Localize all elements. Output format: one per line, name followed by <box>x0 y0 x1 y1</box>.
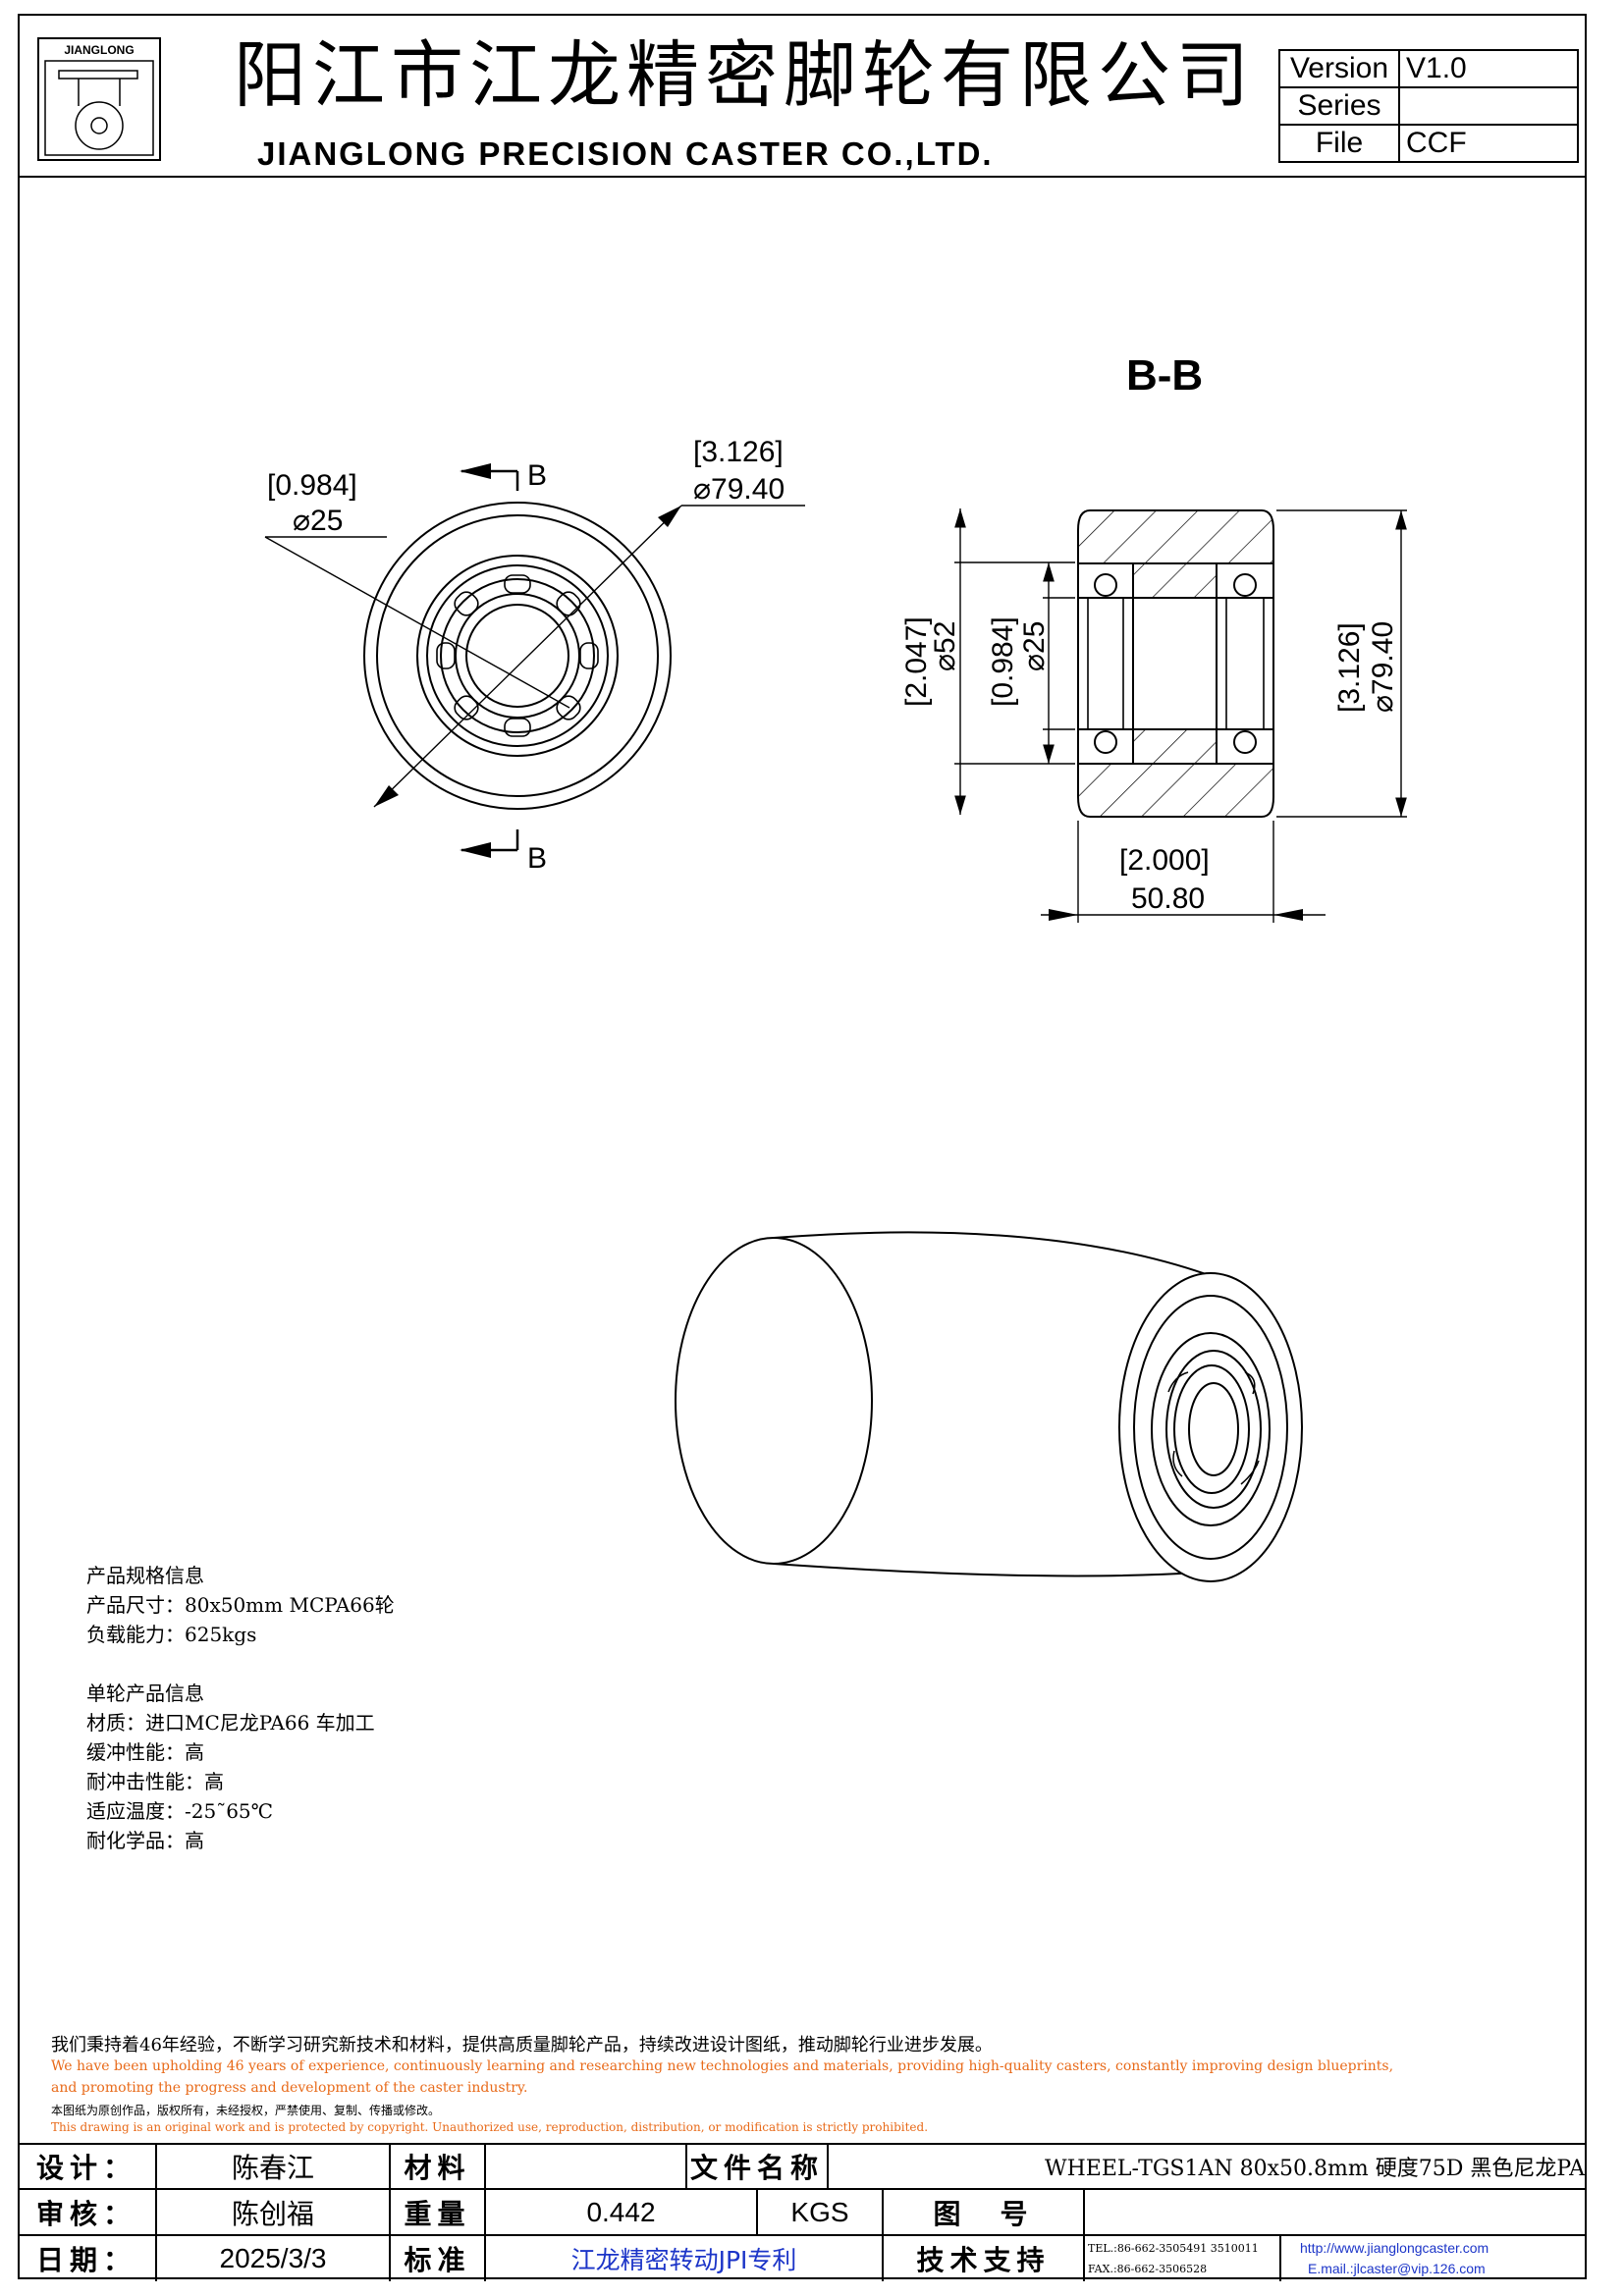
website-link[interactable]: http://www.jianglongcaster.com <box>1300 2240 1489 2256</box>
section-marker-bottom: B <box>527 842 547 875</box>
spec-impact: 耐冲击性能：高 <box>86 1770 224 1793</box>
material-label: 材料 <box>404 2152 471 2184</box>
filename-value: WHEEL-TGS1AN 80x50.8mm 硬度75D 黑色尼龙PA <box>1044 2157 1585 2181</box>
company-name-cn: 阳江市江龙精密脚轮有限公司 <box>234 33 1255 118</box>
bearing-outer-circle <box>426 564 609 747</box>
title-header <box>18 14 1587 178</box>
section-marker-top: B <box>527 459 547 492</box>
spec-size: 产品尺寸：80x50mm MCPA66轮 <box>86 1593 395 1617</box>
reviewer-name: 陈创福 <box>231 2197 314 2230</box>
wheel-tread-circle <box>376 514 659 797</box>
spec-material: 材质：进口MC尼龙PA66 车加工 <box>86 1711 375 1735</box>
tech-support-label: 技术支持 <box>916 2244 1051 2276</box>
email-link[interactable]: E.mail.:jlcaster@vip.126.com <box>1308 2261 1486 2276</box>
date-label: 日期： <box>35 2244 136 2276</box>
bearing-inner-circle <box>455 593 580 719</box>
tel-text: TEL.:86-662-3505491 3510011 <box>1088 2241 1259 2255</box>
section-view <box>1077 509 1274 818</box>
designer-name: 陈春江 <box>231 2152 314 2184</box>
drawing-frame <box>18 14 1587 2279</box>
date-value: 2025/3/3 <box>219 2243 327 2273</box>
copyright-cn: 本图纸为原创作品，版权所有，未经授权，严禁使用、复制、传播或修改。 <box>51 2104 441 2117</box>
weight-value: 0.442 <box>586 2196 656 2227</box>
caster-logo-icon <box>44 60 154 156</box>
logo-text: JIANGLONG <box>64 43 135 57</box>
section-outer-mm: ⌀79.40 <box>1367 621 1399 713</box>
drawing-number-label: 图 号 <box>933 2197 1034 2230</box>
section-bore-mm: ⌀25 <box>1018 621 1051 671</box>
isometric-view <box>675 1231 1303 1582</box>
notice-en-line2: and promoting the progress and developme… <box>51 2080 528 2096</box>
weight-label: 重量 <box>404 2197 471 2230</box>
section-width-mm: 50.80 <box>1131 882 1205 915</box>
wheel-outer-circle <box>363 502 672 810</box>
front-outer-mm: ⌀79.40 <box>693 473 785 506</box>
series-value <box>1398 86 1579 126</box>
bearing-race-circle <box>440 578 595 733</box>
section-hub-inch: [2.047] <box>900 616 933 707</box>
file-value: CCF <box>1398 124 1579 163</box>
version-value: V1.0 <box>1398 49 1579 88</box>
file-label: File <box>1278 124 1400 163</box>
section-bore-inch: [0.984] <box>987 616 1019 707</box>
version-table: Version V1.0 Series File CCF <box>1278 49 1579 163</box>
standard-label: 标准 <box>404 2244 471 2276</box>
front-view <box>264 469 805 852</box>
spec-load: 负载能力：625kgs <box>86 1623 257 1646</box>
drawing-number-value <box>1085 2190 1585 2234</box>
review-label: 审核： <box>35 2197 136 2230</box>
copyright-en: This drawing is an original work and is … <box>51 2120 929 2134</box>
design-label: 设计： <box>35 2152 136 2184</box>
front-bore-inch: [0.984] <box>267 469 357 502</box>
section-outer-inch: [3.126] <box>1333 622 1366 713</box>
company-logo: JIANGLONG <box>37 37 161 161</box>
bearing-balls <box>436 574 599 737</box>
notice-cn: 我们秉持着46年经验，不断学习研究新技术和材料，提供高质量脚轮产品，持续改进设计… <box>51 2035 993 2056</box>
section-hub-mm: ⌀52 <box>929 621 961 671</box>
company-name-en: JIANGLONG PRECISION CASTER CO.,LTD. <box>257 135 994 172</box>
standard-value: 江龙精密转动JPI专利 <box>570 2246 797 2274</box>
section-title: B-B <box>1126 351 1203 400</box>
weight-unit: KGS <box>790 2196 849 2227</box>
spec-wheel-header: 单轮产品信息 <box>86 1682 204 1705</box>
spec-chemical: 耐化学品：高 <box>86 1829 204 1852</box>
section-width-inch: [2.000] <box>1119 844 1210 877</box>
spec-temperature: 适应温度：-25˜65℃ <box>86 1799 274 1823</box>
fax-text: FAX.:86-662-3506528 <box>1088 2262 1208 2275</box>
hub-circle <box>416 555 619 757</box>
section-dimensions <box>954 508 1407 923</box>
filename-label: 文件名称 <box>689 2152 824 2184</box>
spec-cushion: 缓冲性能：高 <box>86 1740 204 1764</box>
title-block: 设计： 陈春江 材料 文件名称 WHEEL-TGS1AN 80x50.8mm 硬… <box>18 2143 1587 2281</box>
front-bore-mm: ⌀25 <box>293 505 343 537</box>
series-label: Series <box>1278 86 1400 126</box>
bore-circle <box>465 604 569 708</box>
material-value <box>486 2145 685 2188</box>
notice-en-line1: We have been upholding 46 years of exper… <box>51 2058 1394 2074</box>
version-label: Version <box>1278 49 1400 88</box>
front-outer-inch: [3.126] <box>693 436 784 468</box>
spec-product-header: 产品规格信息 <box>86 1564 204 1587</box>
